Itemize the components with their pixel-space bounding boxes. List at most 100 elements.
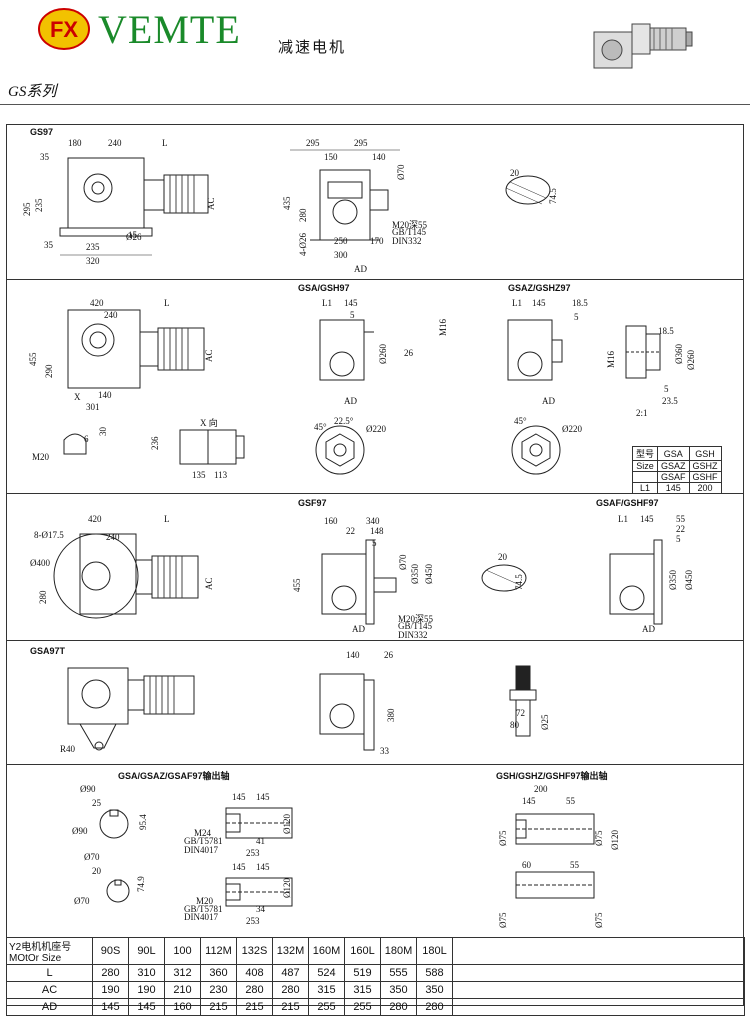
dim-label: GB/T5781 xyxy=(184,836,223,846)
size-cell: 160L xyxy=(344,937,381,965)
dim-label: Ø260 xyxy=(686,350,696,370)
dim-label: 4-Ø26 xyxy=(298,233,308,256)
dim-label: 140 xyxy=(98,390,112,400)
dim-label: DIN332 xyxy=(392,236,422,246)
dim-label: Ø400 xyxy=(30,558,50,568)
section-title-gsaz: GSAZ/GSHZ97 xyxy=(508,283,571,293)
dim-label: Ø360 xyxy=(674,344,684,364)
dim-label: 420 xyxy=(90,298,104,308)
l1-table-cell: GSH xyxy=(688,446,722,461)
value-cell: 280 xyxy=(416,998,453,1016)
dim-label: 290 xyxy=(44,364,54,379)
dim-label: 295 xyxy=(22,202,32,217)
dim-label: 2:1 xyxy=(636,408,648,418)
dim-label: 140 xyxy=(372,152,386,162)
dim-label: 5 xyxy=(574,312,579,322)
empty-cell xyxy=(452,937,745,965)
gearmotor-image xyxy=(590,14,694,76)
value-cell: 350 xyxy=(416,981,453,999)
dim-label: 280 xyxy=(38,590,48,605)
dim-label: 20 xyxy=(510,168,519,178)
dim-label: 34 xyxy=(256,904,265,914)
brand-name: VEMTE xyxy=(98,7,241,52)
value-cell: 524 xyxy=(308,964,345,982)
dim-label: 135 xyxy=(192,470,206,480)
value-cell: 280 xyxy=(236,981,273,999)
section-title-gsa97t: GSA97T xyxy=(30,646,66,656)
dim-label: M24 xyxy=(194,828,212,838)
dim-label: 55 xyxy=(570,860,579,870)
dim-label: 20 xyxy=(92,866,101,876)
gsa97t-torque-arm-detail xyxy=(509,665,537,737)
dim-label: L xyxy=(162,138,168,148)
dim-label: 145 xyxy=(256,862,270,872)
value-cell: 190 xyxy=(128,981,165,999)
gsa-x-view xyxy=(179,429,245,465)
l1-table-cell: Size xyxy=(631,460,659,472)
value-cell: 360 xyxy=(200,964,237,982)
dim-label: 235 xyxy=(86,242,100,252)
value-cell: 350 xyxy=(380,981,417,999)
empty-cell xyxy=(452,998,745,1016)
value-cell: 310 xyxy=(128,964,165,982)
row-label: L xyxy=(6,964,93,982)
section-divider xyxy=(6,279,744,280)
dim-label: 25 xyxy=(92,798,101,808)
dim-label: X xyxy=(74,392,81,402)
dim-label: Ø75 xyxy=(594,830,604,847)
size-cell: 132M xyxy=(272,937,309,965)
dim-label: Ø120 xyxy=(282,878,292,898)
dim-label: M20深55 xyxy=(398,614,434,624)
dim-label: 240 xyxy=(104,310,118,320)
gsf-front-view xyxy=(53,533,199,619)
dim-label: 35 xyxy=(44,240,53,250)
dim-label: 300 xyxy=(334,250,348,260)
dim-label: 20 xyxy=(498,552,507,562)
value-cell: 215 xyxy=(272,998,309,1016)
dim-label: X 向 xyxy=(200,418,218,428)
gsf-key-section xyxy=(481,564,527,592)
section-title-gsf: GSF97 xyxy=(298,498,327,508)
size-cell: 112M xyxy=(200,937,237,965)
dim-label: GB/T5781 xyxy=(184,904,223,914)
section-title-shaft-a: GSA/GSAZ/GSAF97输出轴 xyxy=(118,771,230,781)
dim-label: Ø70 xyxy=(84,852,100,862)
dim-label: 26 xyxy=(404,348,413,358)
size-cell: 90L xyxy=(128,937,165,965)
value-cell: 230 xyxy=(200,981,237,999)
dim-label: Ø75 xyxy=(498,912,508,929)
value-cell: 280 xyxy=(92,964,129,982)
dim-label: Ø26 xyxy=(126,232,142,242)
l1-table-cell: 200 xyxy=(688,482,722,494)
l1-table-cell: 型号 xyxy=(631,446,659,461)
dim-label: 295 xyxy=(306,138,320,148)
value-cell: 280 xyxy=(272,981,309,999)
dim-label: 55 xyxy=(566,796,575,806)
svg-text:FX: FX xyxy=(50,17,78,42)
section-title-gs97: GS97 xyxy=(30,127,54,137)
gsf-side-view xyxy=(321,539,397,625)
section-divider xyxy=(6,764,744,765)
dim-label: 240 xyxy=(106,532,120,542)
dim-label: 145 xyxy=(232,862,246,872)
dim-label: GB/T145 xyxy=(392,227,427,237)
dim-label: Ø260 xyxy=(378,344,388,364)
dim-label: Ø450 xyxy=(424,564,434,584)
dim-label: 148 xyxy=(370,526,384,536)
row-label: AC xyxy=(6,981,93,999)
shaft-a-hollow-70 xyxy=(225,877,293,907)
dim-label: AD xyxy=(542,396,555,406)
dim-label: L xyxy=(164,514,170,524)
dim-label: 60 xyxy=(522,860,531,870)
header-divider xyxy=(0,104,750,105)
dim-label: 72 xyxy=(516,708,525,718)
dim-label: 15 xyxy=(128,230,137,240)
dim-label: 253 xyxy=(246,848,260,858)
value-cell: 145 xyxy=(128,998,165,1016)
dim-label: Ø70 xyxy=(396,164,406,181)
value-cell: 519 xyxy=(344,964,381,982)
dim-label: 170 xyxy=(370,236,384,246)
dim-label: 8-Ø17.5 xyxy=(34,530,64,540)
dim-label: 18.5 xyxy=(658,326,674,336)
dim-label: 380 xyxy=(386,708,396,723)
